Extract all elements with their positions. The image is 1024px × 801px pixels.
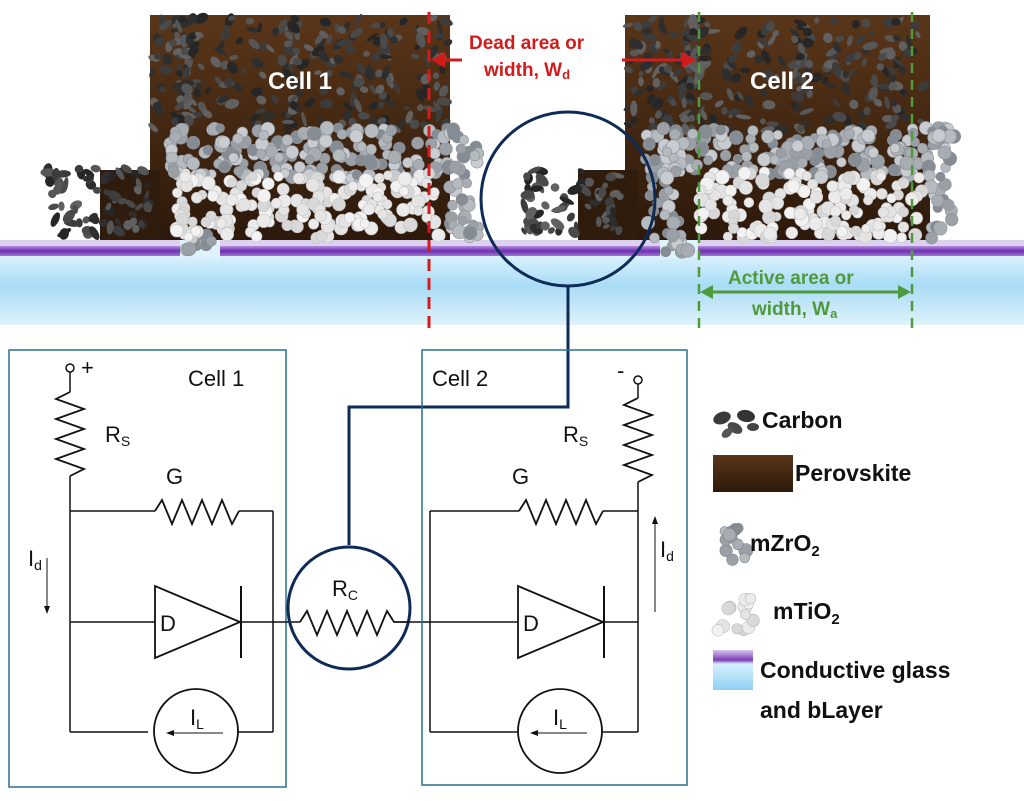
c2-diode — [517, 584, 606, 660]
cell2-carbon-contact — [520, 166, 625, 238]
c1-resistor-g — [154, 497, 240, 527]
circuit-cell1-box — [8, 349, 287, 788]
cell1-stack — [40, 12, 485, 257]
blocking-layer — [0, 240, 1024, 248]
c1-id-arrowhead — [44, 606, 50, 614]
mzro2-legend-icon — [719, 522, 754, 566]
dead-area-text-bg — [462, 28, 622, 84]
interconnect: RC — [286, 545, 518, 671]
legend-perovskite: Perovskite — [795, 460, 911, 486]
active-area-arrowhead-left — [700, 285, 713, 299]
active-area-line2: width, Wa — [751, 299, 838, 321]
c2-g-label: G — [512, 464, 529, 489]
glass-legend-icon — [713, 650, 753, 690]
cell1-mtio2-particles — [169, 167, 446, 244]
c2-rs-label: RS — [563, 422, 588, 449]
cell2-mtio2-particles — [693, 166, 929, 244]
mtio2-legend-icon — [711, 592, 760, 637]
dead-area-arrowhead-left — [431, 52, 445, 68]
device-cell1-label: Cell 1 — [268, 68, 332, 95]
c2-id-arrowhead — [652, 516, 658, 524]
dead-area-arrowhead-right — [682, 52, 696, 68]
cell1-carbon-particles — [148, 12, 453, 135]
c1-d-label: D — [160, 611, 176, 636]
c2-resistor-g — [518, 497, 604, 527]
circuit-cell1: Cell 1 + RS G D Id IL — [8, 349, 300, 788]
c1-resistor-rs — [53, 391, 87, 477]
c1-rs-label: RS — [105, 422, 130, 449]
substrate — [0, 240, 1024, 325]
terminal-plus — [65, 363, 75, 373]
legend-glass-line1: Conductive glass — [760, 657, 950, 683]
dead-area-line1: Dead area or — [469, 33, 585, 54]
c1-il-arrowhead — [166, 730, 174, 736]
c1-g-label: G — [166, 464, 183, 489]
active-area-arrowhead-right — [898, 285, 911, 299]
c1-current-source — [153, 688, 239, 774]
legend-mzro2: mZrO2 — [750, 530, 820, 560]
c2-id-label: Id — [660, 537, 674, 564]
legend-carbon: Carbon — [762, 407, 843, 433]
active-area-annotation: Active area or width, Wa — [697, 12, 914, 328]
terminal-minus — [633, 375, 643, 385]
rc-circle — [286, 545, 412, 671]
c2-il-label: IL — [553, 705, 567, 732]
carbon-legend-icon — [713, 409, 759, 438]
dead-area-annotation: Dead area or width, Wd — [427, 12, 696, 328]
active-area-line1: Active area or — [728, 268, 854, 289]
dead-area-line2: width, Wd — [483, 60, 570, 82]
rc-resistor — [299, 608, 408, 638]
zoom-callout — [347, 110, 657, 545]
legend-glass-line2: and bLayer — [760, 697, 883, 723]
c2-d-label: D — [523, 611, 539, 636]
conductive-layer — [0, 246, 1024, 256]
circuit-cell1-label: Cell 1 — [188, 366, 244, 391]
device-cell2-label: Cell 2 — [750, 68, 814, 95]
terminal-minus-label: - — [617, 358, 624, 383]
legend: Carbon Perovskite mZrO2 mTiO2 Conductive… — [711, 407, 950, 723]
rc-label: RC — [332, 576, 358, 603]
cell1-carbon-contact — [40, 163, 155, 240]
c2-current-source — [517, 688, 603, 774]
c1-diode — [154, 584, 243, 660]
circuit-cell2-label: Cell 2 — [432, 366, 488, 391]
circuit-cell2: Cell 2 - RS G D Id IL — [421, 349, 688, 786]
c2-il-arrowhead — [530, 730, 538, 736]
cell2-stack — [520, 14, 962, 259]
c2-resistor-rs — [621, 397, 655, 483]
cell2-mzro2-particles — [640, 121, 962, 259]
zoom-connector — [347, 286, 570, 545]
legend-mtio2: mTiO2 — [773, 598, 840, 628]
c1-id-label: Id — [28, 546, 42, 573]
terminal-plus-label: + — [81, 355, 94, 380]
c1-il-label: IL — [190, 705, 204, 732]
circuit-cell2-box — [421, 349, 688, 786]
perovskite-legend-icon — [713, 455, 793, 492]
